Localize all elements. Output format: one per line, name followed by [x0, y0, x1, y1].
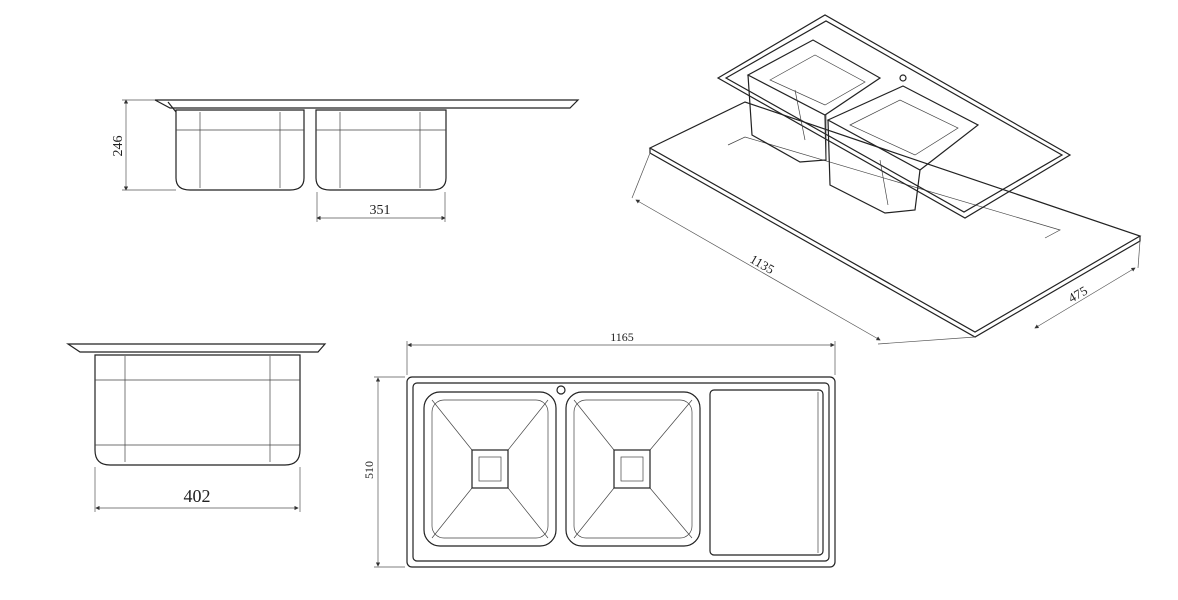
- isometric-view: 1135 475: [631, 14, 1142, 345]
- top-length-label: 1165: [610, 330, 634, 344]
- iso-depth-label: 475: [1066, 283, 1090, 306]
- side-depth-label: 402: [184, 486, 211, 506]
- iso-length-label: 1135: [747, 251, 777, 277]
- top-view: 1165 510: [362, 330, 836, 568]
- front-view: 246 351: [111, 99, 580, 222]
- side-view: 402: [66, 343, 327, 512]
- front-height-label: 246: [111, 136, 126, 157]
- front-bowl-width-label: 351: [370, 203, 391, 218]
- top-width-label: 510: [362, 461, 376, 479]
